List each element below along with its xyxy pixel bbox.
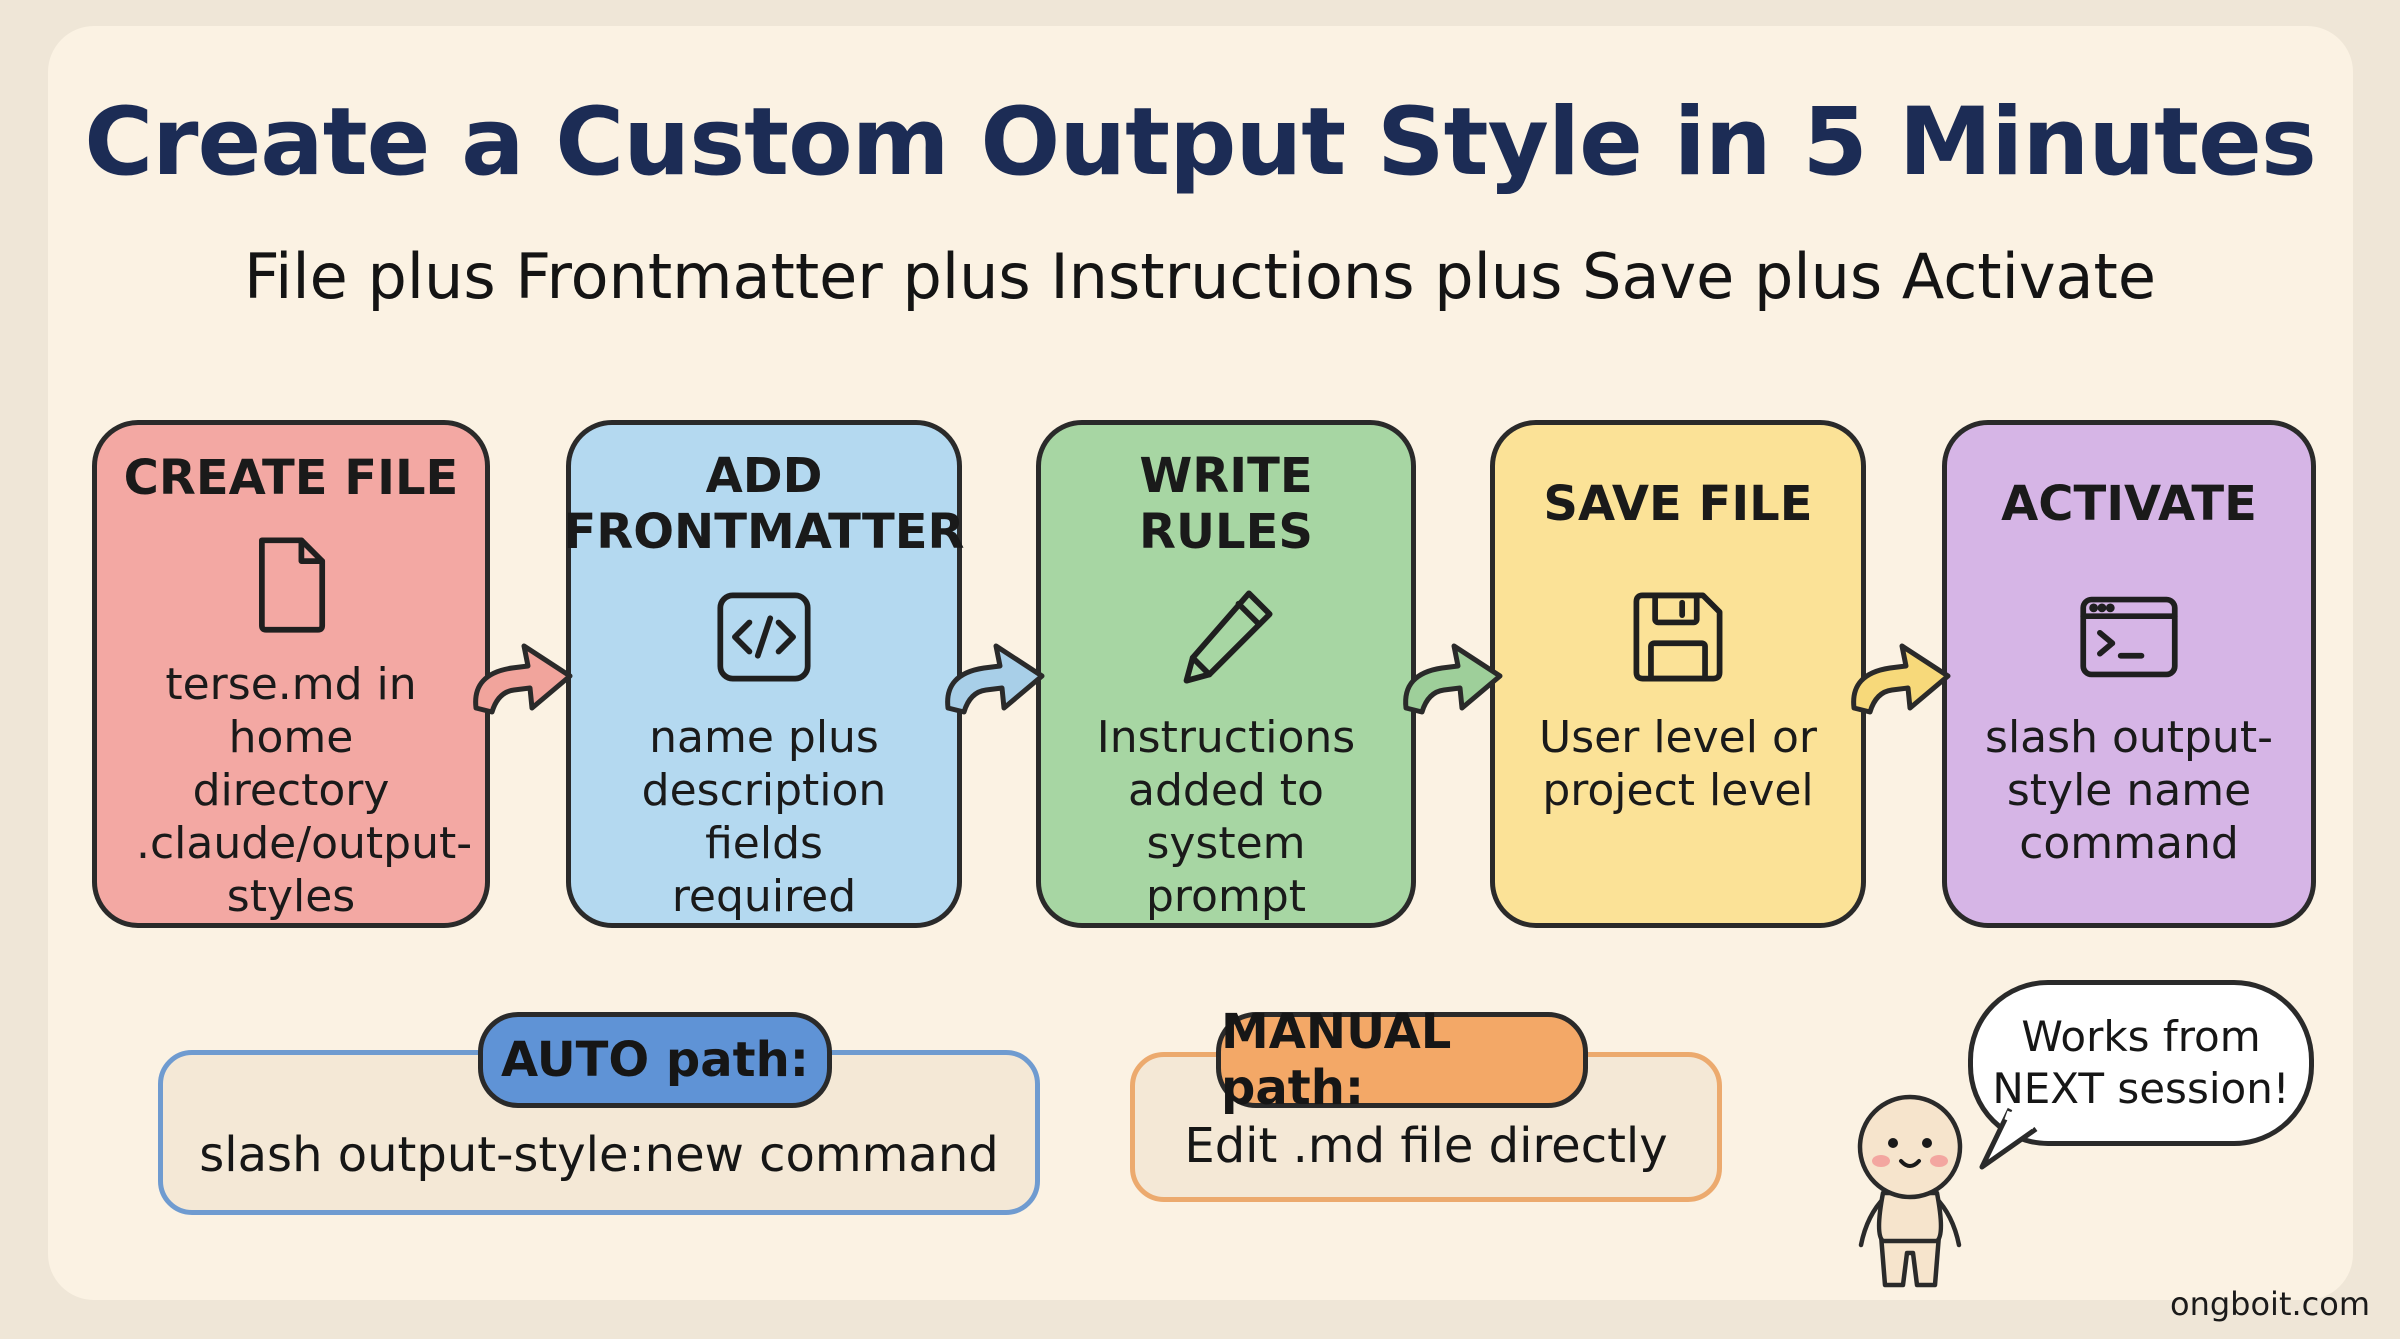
step-activate: ACTIVATE slash output-style name command [1942,420,2316,928]
step-create-file: CREATE FILE terse.md in home directory .… [92,420,490,928]
step-title: SAVE FILE [1543,476,1813,532]
step-write-rules: WRITE RULES Instructions added to system… [1036,420,1416,928]
code-icon [712,585,816,689]
speech-bubble: Works from NEXT session! [1968,980,2314,1146]
step-title: CREATE FILE [123,449,459,506]
auto-path-text: slash output-style:new command [199,1126,999,1183]
manual-path-label: MANUAL path: [1216,1004,1588,1116]
step-title: WRITE RULES [1139,448,1313,560]
step-description: User level or project level [1539,712,1817,816]
speech-line-1: Works from [2021,1012,2261,1061]
auto-path-label: AUTO path: [478,1012,832,1108]
file-icon [239,532,343,636]
manual-path-text: Edit .md file directly [1184,1118,1668,1174]
terminal-icon [2077,585,2181,689]
floppy-disk-icon [1626,585,1730,689]
mascot-character [1857,1094,1963,1288]
page-subtitle: File plus Frontmatter plus Instructions … [244,240,2156,313]
arrow-icon [934,612,1052,732]
step-description: slash output-style name command [1985,712,2273,869]
speech-line-2: NEXT session! [1992,1064,2290,1113]
arrow-icon [1392,612,1510,732]
step-title: ACTIVATE [2001,476,2257,532]
page-title: Create a Custom Output Style in 5 Minute… [84,88,2317,197]
step-description: name plus description fields required [641,712,887,922]
step-description: terse.md in home directory .claude/outpu… [136,659,473,922]
step-description: Instructions added to system prompt [1096,712,1356,922]
speech-bubble-tail [1979,1107,2038,1170]
step-save-file: SAVE FILE User level or project level [1490,420,1866,928]
step-add-frontmatter: ADD FRONTMATTER name plus description fi… [564,420,965,928]
arrow-icon [462,612,580,732]
pencil-icon [1174,585,1278,689]
arrow-icon [1840,612,1958,732]
step-title: ADD FRONTMATTER [563,448,965,560]
watermark: ongboit.com [2169,1285,2370,1323]
